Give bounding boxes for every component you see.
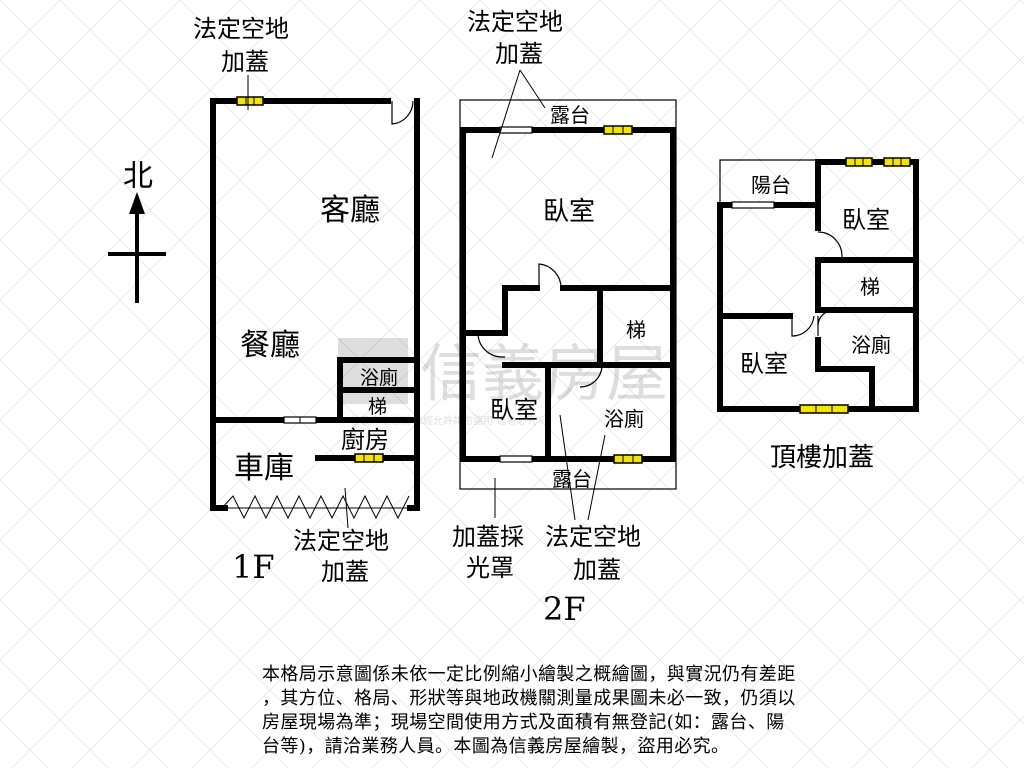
window-icon — [845, 157, 873, 167]
window-icon — [354, 453, 384, 463]
floor-1f-details — [221, 75, 414, 529]
floor-2f-details — [477, 69, 643, 521]
floor-label-roof: 頂樓加蓋 — [770, 443, 874, 473]
window-icon — [236, 96, 264, 106]
watermark-notice: 信義房屋繪製 未經允許請勿盜用 違者必究 — [350, 414, 536, 427]
window-icon — [603, 125, 633, 135]
annotation-bottom-line2: 加蓋 — [321, 558, 369, 586]
floor-label-2f: 2F — [543, 590, 586, 628]
sliding-door-icon — [731, 201, 775, 209]
annotation-bottom-line1: 法定空地 — [545, 523, 641, 551]
window-icon — [883, 157, 911, 167]
disclaimer-line: 本格局示意圖係未依一定比例縮小繪製之概繪圖，與實況仍有差距 — [262, 664, 796, 685]
north-arrow-icon — [129, 192, 145, 214]
annotation-top-line2: 加蓋 — [495, 40, 543, 68]
room-bedroom-left: 臥室 — [740, 350, 788, 378]
room-stairs: 梯 — [368, 396, 387, 418]
skylight-annotation-line1: 加蓋採 — [452, 523, 524, 551]
disclaimer-line: ，其方位、格局、形狀等與地政機關測量成果圖未必一致，仍須以 — [262, 688, 796, 709]
room-bath: 浴廁 — [604, 407, 644, 431]
annotation-bottom-line1: 法定空地 — [293, 527, 389, 555]
annotation-top-line1: 法定空地 — [193, 15, 289, 43]
disclaimer-line: 台等)，請洽業務人員。本圖為信義房屋繪製，盜用必究。 — [262, 736, 730, 757]
roof-outline — [719, 159, 818, 205]
roof-labels: 陽台 臥室 梯 臥室 浴廁 頂樓加蓋 — [740, 173, 891, 473]
room-bath: 浴廁 — [851, 333, 891, 357]
room-terrace-top: 露台 — [550, 103, 590, 127]
watermark: 信義房屋 信義房屋繪製 未經允許請勿盜用 違者必究 — [338, 337, 668, 427]
north-label: 北 — [123, 159, 153, 194]
door-swing-icon — [477, 332, 505, 358]
room-kitchen: 廚房 — [341, 426, 389, 454]
door-swing-icon — [579, 364, 603, 388]
room-stairs: 梯 — [860, 275, 880, 299]
room-garage: 車庫 — [234, 451, 294, 486]
door-swing-icon — [791, 315, 815, 337]
annotation-bottom-line2: 加蓋 — [573, 556, 621, 584]
watermark-logo — [338, 338, 408, 404]
floor-1f-labels: 法定空地 加蓋 客廳 餐廳 浴廁 梯 廚房 車庫 法定空地 加蓋 1F — [193, 15, 398, 586]
roof-details — [731, 157, 911, 414]
room-stairs: 梯 — [626, 318, 646, 342]
garage-door-icon — [221, 494, 410, 520]
room-bath: 浴廁 — [360, 366, 398, 389]
annotation-leader — [344, 487, 349, 529]
floor-label-1f: 1F — [232, 548, 275, 586]
room-dining: 餐廳 — [240, 328, 300, 363]
room-bedroom-main: 臥室 — [543, 197, 595, 227]
floor-2f-labels: 法定空地 加蓋 露台 臥室 梯 臥室 浴廁 露台 加蓋採 光罩 法定空地 加蓋 … — [452, 8, 646, 628]
door-swing-icon — [391, 100, 414, 125]
door-swing-icon — [817, 309, 835, 336]
disclaimer: 本格局示意圖係未依一定比例縮小繪製之概繪圖，與實況仍有差距 ，其方位、格局、形狀… — [262, 663, 862, 759]
skylight-annotation-line2: 光罩 — [466, 554, 514, 582]
sliding-door-icon — [499, 126, 533, 134]
room-terrace-bottom: 露台 — [552, 467, 592, 491]
sliding-door-icon — [499, 455, 533, 463]
window-icon — [613, 454, 643, 464]
annotation-top-line2: 加蓋 — [221, 48, 269, 76]
room-balcony: 陽台 — [751, 173, 791, 197]
window-icon — [799, 404, 849, 414]
annotation-leader — [491, 69, 521, 159]
annotation-leader — [559, 414, 576, 521]
door-swing-icon — [817, 231, 843, 260]
room-bedroom-small: 臥室 — [490, 396, 538, 424]
door-swing-icon — [538, 263, 562, 289]
watermark-brand: 信義房屋 — [420, 337, 668, 410]
disclaimer-line: 房屋現場為準；現場空間使用方式及面積有無登記(如：露台、陽 — [262, 712, 785, 733]
annotation-leader — [519, 69, 546, 109]
compass: 北 — [108, 159, 166, 303]
annotation-top-line1: 法定空地 — [467, 8, 563, 36]
room-living: 客廳 — [320, 193, 380, 228]
annotation-leader — [587, 434, 606, 521]
room-bedroom-top: 臥室 — [842, 206, 890, 234]
